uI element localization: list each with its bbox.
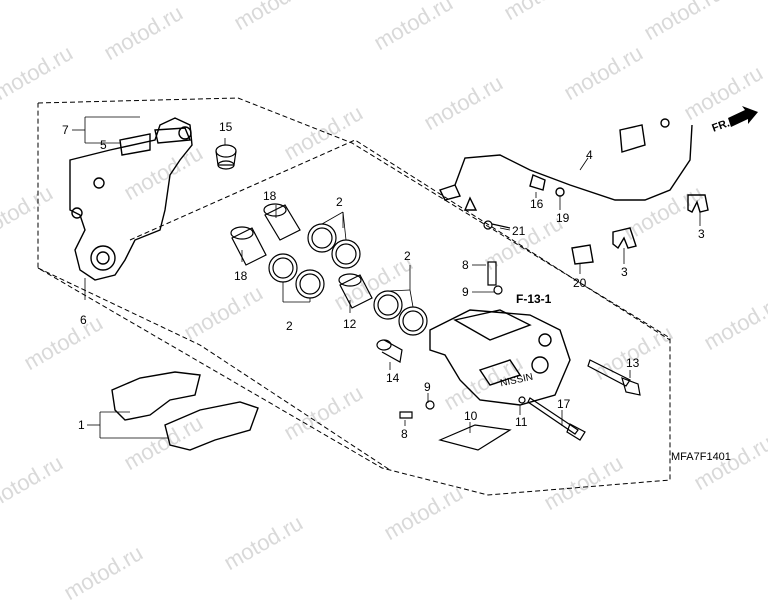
callout-label: 8 [401, 427, 408, 441]
callout-label: 3 [698, 227, 705, 241]
bleeder-screws [399, 261, 526, 419]
diagram-code: MFA7F1401 [671, 451, 731, 463]
caliper-bracket [69, 117, 193, 281]
callout-label: 9 [462, 285, 469, 299]
outer-dashed-boundary [37, 97, 671, 496]
callout-label: 12 [343, 317, 357, 331]
brake-pads [111, 371, 259, 451]
direction-arrow [728, 106, 758, 127]
callout-label: 1 [78, 418, 85, 432]
pin-part-14 [376, 339, 403, 363]
sensor-cable-part-4 [439, 118, 693, 211]
callout-label: 2 [404, 249, 411, 263]
caliper-dashed-boundary [129, 139, 671, 341]
callout-label: 6 [80, 313, 87, 327]
callout-label: 21 [512, 224, 526, 238]
diagram-drawing [37, 97, 758, 496]
callout-label: 18 [263, 189, 277, 203]
section-reference[interactable]: F-13-1 [516, 292, 552, 306]
callout-label: 18 [234, 269, 248, 283]
callout-label: 4 [586, 148, 593, 162]
callout-label: 7 [62, 123, 69, 137]
bolt-part-21 [483, 220, 511, 230]
callout-label: 10 [464, 409, 478, 423]
callout-label: 14 [386, 371, 400, 385]
callout-label: 9 [424, 380, 431, 394]
callout-label: 2 [336, 195, 343, 209]
callout-label: 16 [530, 197, 544, 211]
boot-part-15 [215, 144, 237, 170]
callout-label: 2 [286, 319, 293, 333]
callout-label: 3 [621, 265, 628, 279]
caliper-body [429, 309, 571, 406]
callout-label: 13 [626, 356, 640, 370]
callout-label: 17 [557, 397, 571, 411]
callout-label: 20 [573, 276, 587, 290]
pin-part-13 [587, 359, 641, 396]
pad-dashed-boundary [37, 267, 391, 471]
plate-part-10 [438, 424, 512, 451]
callout-label: 15 [219, 120, 233, 134]
piston-seals [230, 203, 428, 336]
callout-label: 5 [100, 138, 107, 152]
leader-lines [72, 116, 701, 439]
callout-label: 8 [462, 258, 469, 272]
callout-label: 19 [556, 211, 570, 225]
cable-clips [571, 194, 709, 265]
callout-label: 11 [515, 415, 528, 429]
